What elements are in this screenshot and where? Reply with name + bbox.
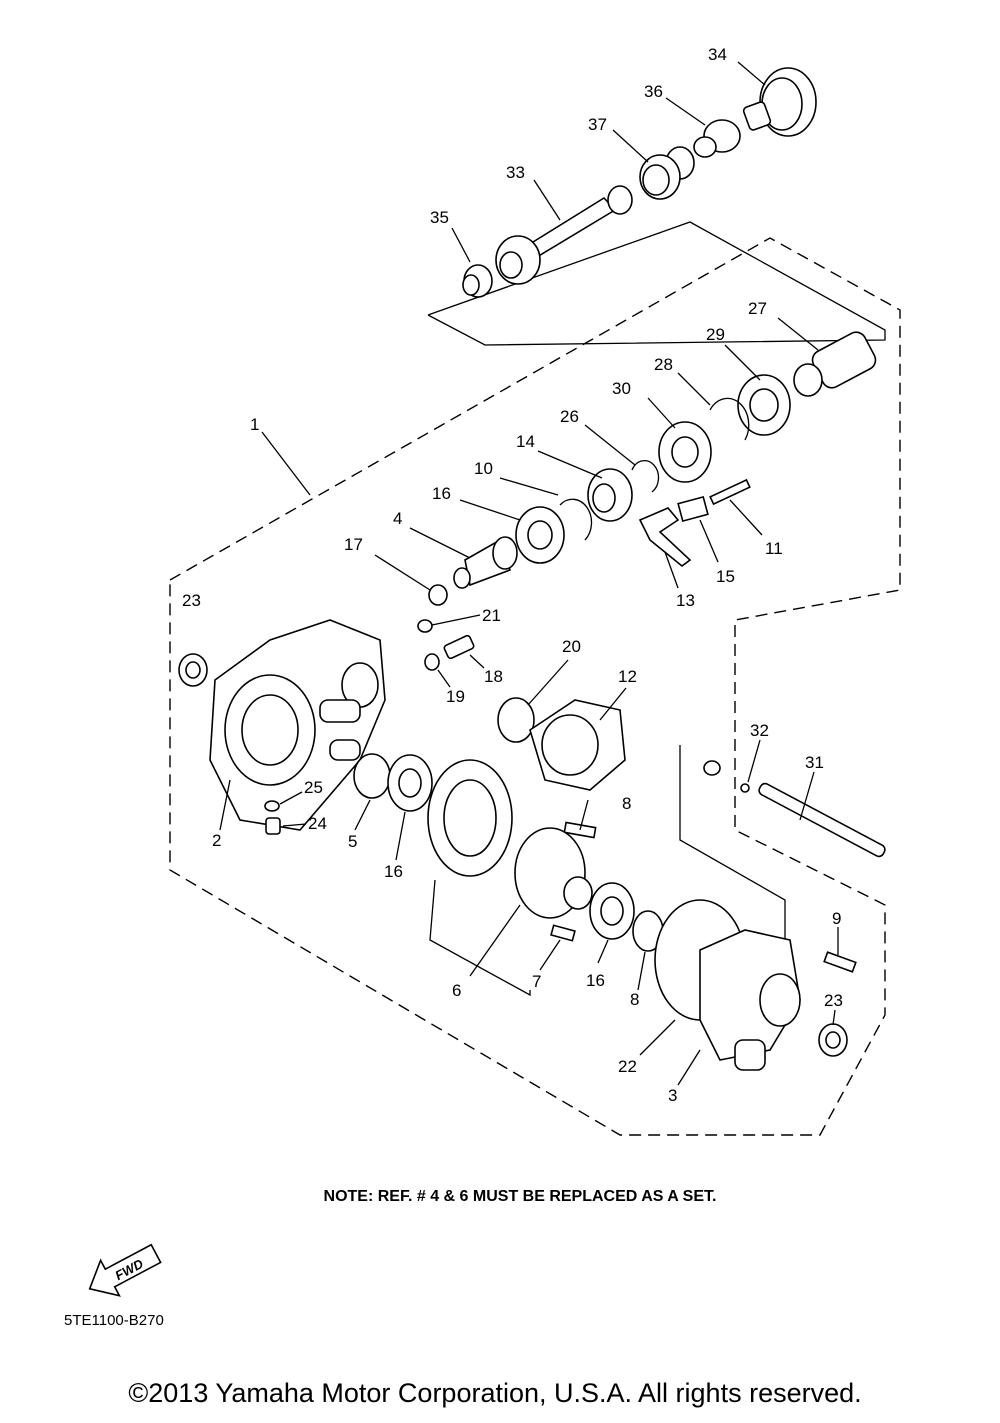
part-23-oil-seal-left <box>178 653 208 687</box>
part-28-circlip <box>709 397 750 441</box>
part-37-boot <box>639 146 695 200</box>
callout-13: 13 <box>676 591 695 610</box>
callout-30: 30 <box>612 379 631 398</box>
callout-labels: 34 36 37 33 35 27 29 28 30 26 14 10 16 1… <box>182 45 843 1105</box>
callout-28: 28 <box>654 355 673 374</box>
part-5-shim <box>353 753 391 799</box>
callout-4: 4 <box>393 509 402 528</box>
part-10-circlip <box>559 498 593 541</box>
part-6-differential <box>514 827 593 919</box>
part-20-o-ring <box>497 697 535 743</box>
part-11-pin <box>709 478 751 506</box>
part-13-fork <box>638 507 692 568</box>
callout-27: 27 <box>748 299 767 318</box>
part-25-washer <box>264 800 280 812</box>
part-35-spring <box>462 264 493 298</box>
callout-36: 36 <box>644 82 663 101</box>
callout-12: 12 <box>618 667 637 686</box>
part-33-drive-shaft <box>495 185 633 285</box>
part-24-bolt <box>265 817 281 835</box>
callout-18: 18 <box>484 667 503 686</box>
note-text: NOTE: REF. # 4 & 6 MUST BE REPLACED AS A… <box>323 1188 717 1205</box>
drawing-code: 5TE1100-B270 <box>64 1312 164 1329</box>
part-31-shaft <box>758 782 886 858</box>
callout-32: 32 <box>750 721 769 740</box>
part-14-spline-collar <box>587 468 633 522</box>
part-30-bearing <box>658 421 712 483</box>
part-21-screw <box>417 619 433 633</box>
callout-34: 34 <box>708 45 727 64</box>
callout-9: 9 <box>832 909 841 928</box>
part-36-collar <box>693 119 741 158</box>
copyright-text: ©2013 Yamaha Motor Corporation, U.S.A. A… <box>128 1378 862 1408</box>
callout-24: 24 <box>308 814 327 833</box>
callout-10: 10 <box>474 459 493 478</box>
callout-8-upper: 8 <box>622 794 631 813</box>
callout-22: 22 <box>618 1057 637 1076</box>
callout-31: 31 <box>805 753 824 772</box>
part-9-bolt <box>823 951 857 973</box>
callout-17: 17 <box>344 535 363 554</box>
part-19-washer <box>424 653 440 671</box>
shaft-group-bracket <box>427 221 886 346</box>
part-4-pinion-gear <box>453 536 518 589</box>
callout-2: 2 <box>212 831 221 850</box>
callout-3: 3 <box>668 1086 677 1105</box>
part-34-yoke <box>742 67 817 137</box>
callout-25: 25 <box>304 778 323 797</box>
part-2-gear-case <box>209 619 386 831</box>
fwd-arrow-icon: FWD <box>88 1243 162 1297</box>
part-26-circlip <box>631 460 660 493</box>
part-7-bolt <box>550 924 576 942</box>
callout-23-left: 23 <box>182 591 201 610</box>
part-16-bearing-right <box>589 882 635 940</box>
part-27-coupling <box>793 331 877 397</box>
callout-33: 33 <box>506 163 525 182</box>
callout-37: 37 <box>588 115 607 134</box>
part-17-collar <box>428 584 448 606</box>
callout-16-top: 16 <box>432 484 451 503</box>
callout-14: 14 <box>516 432 535 451</box>
callout-11: 11 <box>765 539 783 558</box>
callout-16-right: 16 <box>586 971 605 990</box>
callout-15: 15 <box>716 567 735 586</box>
part-29-bearing <box>737 374 791 436</box>
callout-16-left: 16 <box>384 862 403 881</box>
callout-23-right: 23 <box>824 991 843 1010</box>
part-12-cover <box>529 699 626 791</box>
part-32-clip <box>703 760 750 793</box>
part-18-switch <box>443 634 475 660</box>
callout-20: 20 <box>562 637 581 656</box>
callout-19: 19 <box>446 687 465 706</box>
part-3-case-cover <box>699 929 801 1071</box>
callout-6: 6 <box>452 981 461 1000</box>
part-16-bearing-left <box>387 754 433 812</box>
callout-7: 7 <box>532 972 541 991</box>
callout-35: 35 <box>430 208 449 227</box>
callout-26: 26 <box>560 407 579 426</box>
callout-21: 21 <box>482 606 501 625</box>
part-16-bearing-top <box>515 506 565 564</box>
leader-lines <box>219 61 839 1086</box>
callout-1: 1 <box>250 415 259 434</box>
part-15-shifter <box>677 495 709 523</box>
part-23-oil-seal-right <box>818 1023 848 1057</box>
callout-5: 5 <box>348 832 357 851</box>
callout-8-lower: 8 <box>630 990 639 1009</box>
callout-29: 29 <box>706 325 725 344</box>
part-ring-gear <box>427 759 513 877</box>
assembly-boundary <box>169 237 901 1136</box>
